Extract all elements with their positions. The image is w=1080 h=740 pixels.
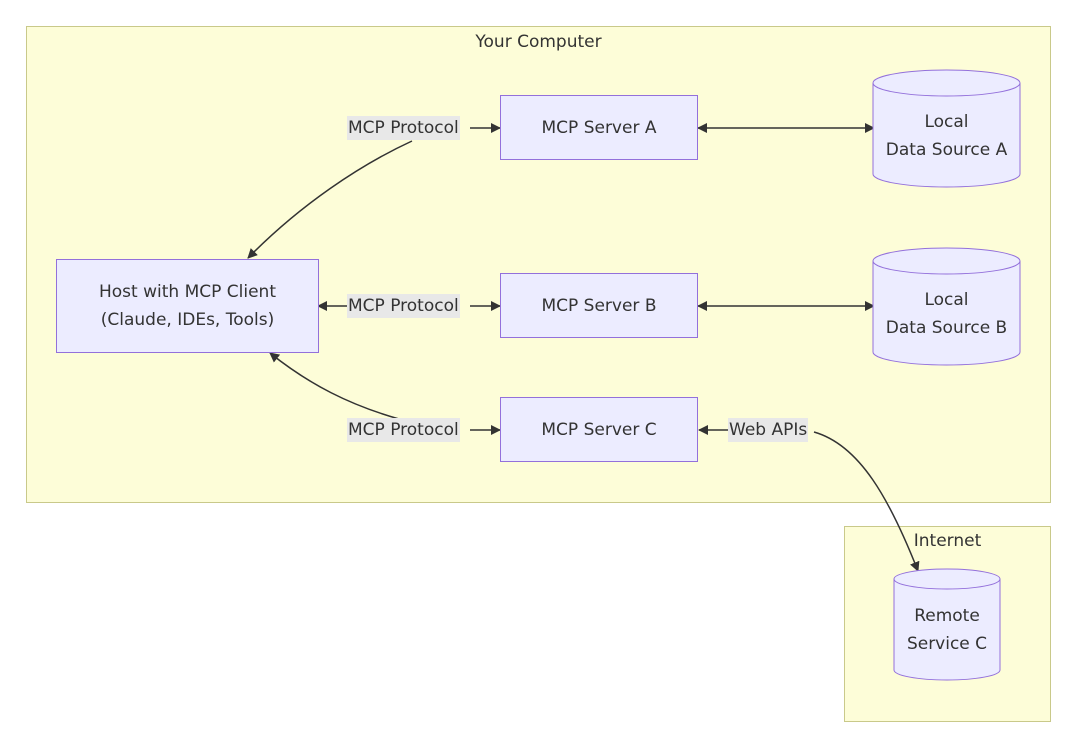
server-a-label: MCP Server A <box>541 117 657 138</box>
server-b-label: MCP Server B <box>541 295 657 316</box>
remote-service-c-cylinder: Remote Service C <box>893 568 1001 681</box>
cylinder-shape-b <box>872 247 1021 366</box>
edge-label-web-apis: Web APIs <box>728 418 809 442</box>
host-node-label: Host with MCP Client (Claude, IDEs, Tool… <box>99 282 276 330</box>
edge-label-protocol-a: MCP Protocol <box>347 116 460 140</box>
data-source-b-cylinder: Local Data Source B <box>872 247 1021 366</box>
group-label-internet: Internet <box>913 531 982 551</box>
data-source-b-label: Local Data Source B <box>885 289 1008 338</box>
data-source-a-cylinder: Local Data Source A <box>872 69 1021 188</box>
server-b-node: MCP Server B <box>500 273 698 338</box>
data-source-a-label: Local Data Source A <box>885 111 1008 160</box>
host-node: Host with MCP Client (Claude, IDEs, Tool… <box>56 259 319 353</box>
group-label-your-computer: Your Computer <box>475 32 602 52</box>
edge-label-protocol-c: MCP Protocol <box>347 418 460 442</box>
edge-protocol-c-to-host <box>269 352 400 420</box>
server-c-label: MCP Server C <box>541 419 657 440</box>
edge-label-protocol-b: MCP Protocol <box>347 294 460 318</box>
cylinder-shape-a <box>872 69 1021 188</box>
edge-protocol-a-to-host <box>247 140 413 259</box>
server-c-node: MCP Server C <box>500 397 698 462</box>
server-a-node: MCP Server A <box>500 95 698 160</box>
cylinder-shape-c <box>893 568 1001 681</box>
edge-web-apis-to-remote <box>813 431 920 572</box>
group-internet: Internet <box>844 526 1051 722</box>
remote-service-c-label: Remote Service C <box>906 605 988 654</box>
